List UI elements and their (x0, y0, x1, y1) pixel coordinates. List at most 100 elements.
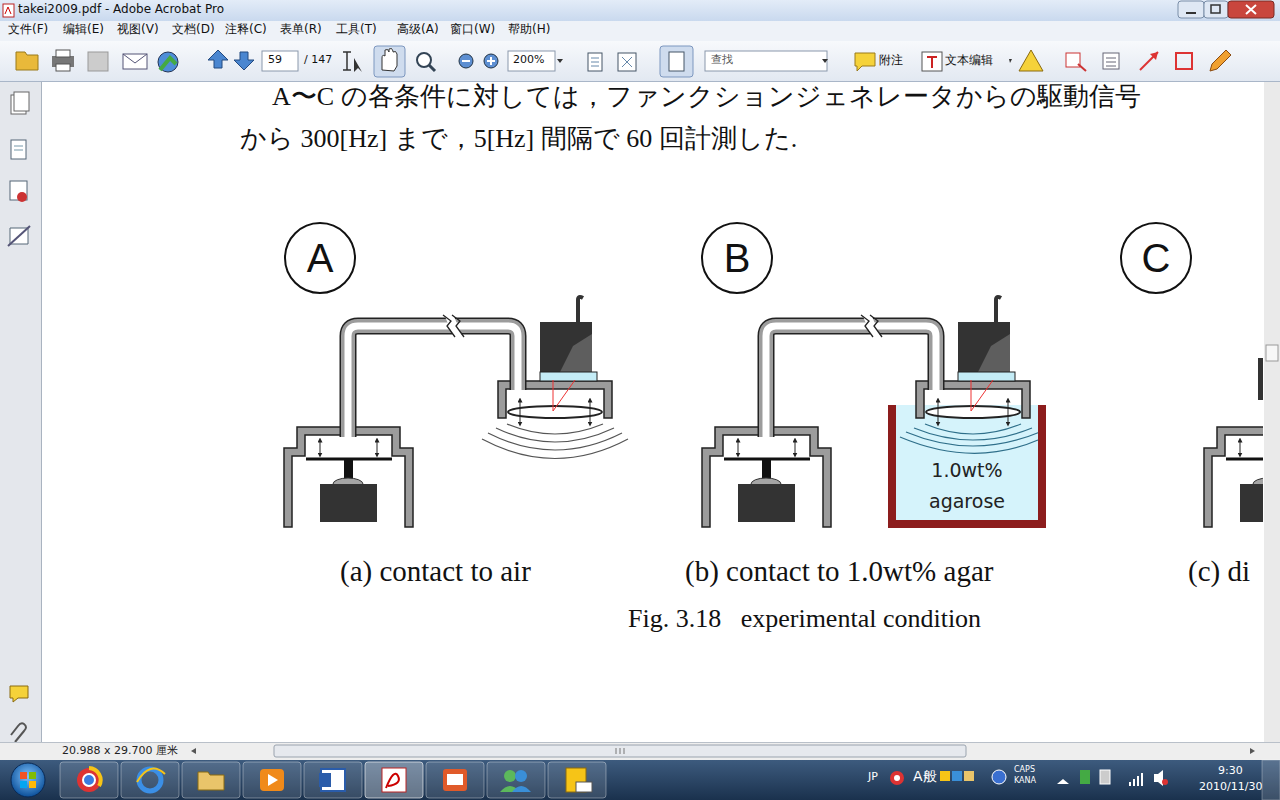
window-art (992, 770, 1006, 784)
window-art (198, 772, 224, 790)
body-text: から 300[Hz] まで，5[Hz] 間隔で 60 回計測した. (240, 124, 797, 154)
kana-indicator: KANA (1014, 776, 1036, 785)
experiment-illustration (284, 297, 1263, 527)
window-art (1211, 5, 1220, 13)
window-art (1250, 748, 1255, 754)
air-waves (507, 424, 603, 434)
window-art (137, 769, 165, 782)
window-art (20, 781, 27, 788)
window-art (487, 762, 545, 798)
clock-time: 9:30 (1218, 765, 1243, 778)
window-art (20, 772, 27, 779)
experiment-illustration (1258, 358, 1263, 400)
ime-indicator: A般 (913, 768, 937, 784)
window-art (191, 748, 196, 754)
menu-item: 视图(V) (117, 23, 159, 37)
window-art (11, 723, 26, 742)
window-art (504, 770, 516, 782)
window-art (374, 46, 405, 77)
window-art (354, 58, 362, 72)
window-art (1154, 770, 1163, 786)
agar-waves (900, 424, 1040, 453)
caps-indicator: CAPS (1014, 765, 1035, 774)
body-text: A〜C の各条件に対しては，ファンクションジェネレータからの駆動信号 (272, 82, 1141, 112)
window-art (1130, 773, 1142, 786)
toolbar-label: 附注 (879, 54, 903, 68)
window-art (0, 41, 1280, 82)
window-art (11, 763, 45, 797)
window-art (89, 768, 101, 786)
window-art (77, 768, 101, 792)
menu-item: 注释(C) (225, 23, 267, 37)
window-art (1080, 770, 1090, 784)
window-art (208, 50, 228, 68)
window-art (1106, 58, 1116, 66)
window-art (1204, 1, 1228, 18)
window-art (343, 52, 351, 70)
window-art (622, 57, 632, 67)
window-art (940, 771, 950, 781)
window-art (60, 762, 606, 798)
panel-letter-circle: C (1120, 222, 1192, 294)
window-art (1178, 1, 1204, 18)
menu-item: 文件(F) (8, 23, 48, 37)
window-art (443, 769, 467, 791)
menu-item: 高级(A) (397, 23, 439, 37)
window-art (382, 768, 406, 792)
window-art (382, 48, 397, 71)
window-art (365, 762, 423, 798)
window-art (417, 53, 431, 67)
window-art (952, 771, 962, 781)
window-art (1009, 59, 1012, 63)
agar-waves (914, 428, 1032, 440)
window-art (123, 54, 147, 63)
window-art (0, 21, 1280, 41)
panel-letter: C (1142, 238, 1171, 278)
window-art (14, 146, 23, 150)
window-art (16, 52, 38, 70)
window-art (88, 52, 108, 71)
window-art (3, 4, 14, 17)
air-waves (482, 439, 628, 459)
page-size: 20.988 x 29.700 厘米 (62, 745, 178, 758)
subfigure-caption: (b) contact to 1.0wt% agar (685, 555, 993, 588)
menu-item: 表单(R) (280, 23, 322, 37)
page-count: / 147 (304, 54, 332, 67)
window-art (855, 53, 875, 71)
agar-waves (906, 432, 1040, 446)
window-art (508, 51, 555, 71)
window-art (1186, 12, 1196, 14)
window-art (588, 53, 602, 71)
window-art (10, 686, 28, 702)
window-art (705, 51, 827, 71)
window-art (56, 50, 70, 57)
window-art (5, 7, 11, 14)
panel-letter: B (724, 238, 751, 278)
window-art (964, 771, 974, 781)
agar-waves (900, 437, 1038, 453)
window-art (616, 748, 624, 754)
language-indicator: JP (868, 771, 878, 784)
window-art (11, 140, 26, 159)
agarose-tank: 1.0wt% agarose (888, 405, 1046, 528)
window-art (576, 782, 592, 792)
panel-letter-circle: A (284, 222, 356, 294)
window-art (927, 57, 937, 68)
window-art (56, 64, 70, 71)
air-waves (496, 428, 614, 442)
figure-caption: Fig. 3.18 experimental condition (628, 604, 981, 634)
window-art (429, 65, 435, 71)
tank-label: 1.0wt% agarose (921, 405, 1013, 517)
window-art (462, 60, 470, 62)
experiment-illustration (896, 405, 1038, 520)
page-number: 59 (268, 54, 282, 67)
window-art (894, 775, 900, 781)
window-art (669, 52, 684, 71)
window-art (487, 57, 495, 65)
window-art (0, 0, 1280, 21)
window-art (29, 781, 36, 788)
window-art (1246, 5, 1256, 14)
window-art (660, 46, 693, 77)
window-art (304, 762, 362, 798)
window-art (158, 52, 178, 72)
